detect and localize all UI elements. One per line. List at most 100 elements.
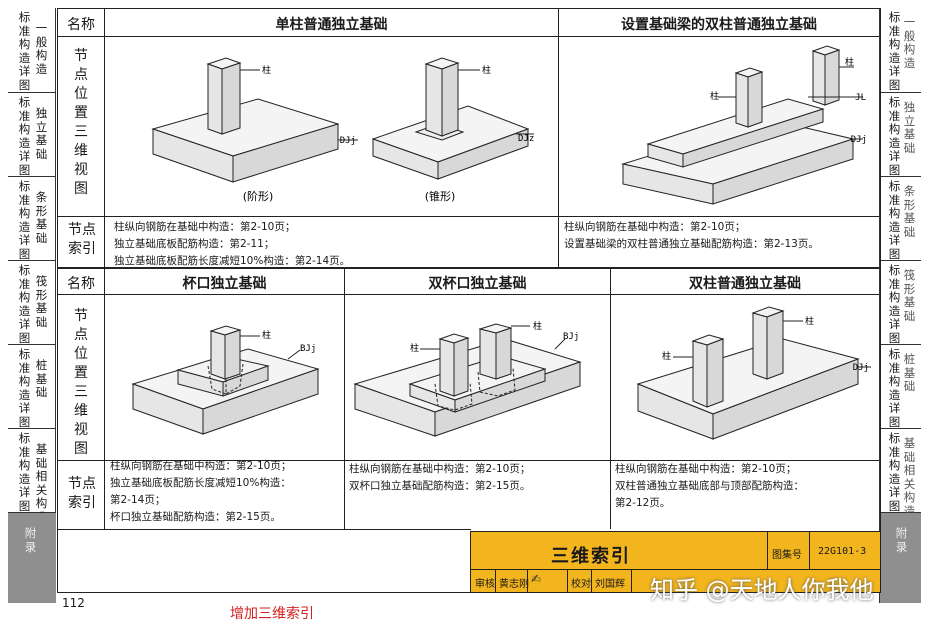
name-label: 名称 — [67, 276, 95, 292]
tab-label: 标准构造详图 — [18, 95, 31, 177]
djz-label: DJz — [518, 134, 534, 144]
divider — [104, 267, 105, 529]
tab-label: 标准构造详图 — [888, 95, 901, 177]
index-line: 双杯口独立基础配筋构造：第2-15页。 — [349, 480, 531, 492]
tab-label: 标准构造详图 — [888, 179, 901, 261]
left-chapter-tabs: 标准构造详图一般构造 标准构造详图独立基础 标准构造详图条形基础 标准构造详图筏… — [8, 8, 56, 603]
tab-sublabel: 一般构造 — [35, 21, 48, 76]
tab-appendix[interactable]: 附录 — [879, 513, 921, 603]
tab-isolated[interactable]: 标准构造详图独立基础 — [879, 93, 921, 177]
col-label: 柱 — [805, 315, 814, 327]
index-line: 第2-14页； — [110, 494, 166, 506]
single-column-title: 单柱普通独立基础 — [275, 17, 388, 33]
divider — [58, 294, 879, 295]
tab-label: 标准构造详图 — [18, 10, 31, 92]
tab-label: 标准构造详图 — [888, 431, 901, 513]
tab-general[interactable]: 标准构造详图一般构造 — [879, 8, 921, 93]
col-label: 柱 — [262, 64, 271, 76]
single-index: 柱纵向钢筋在基础中构造：第2-10页； 独立基础底板配筋构造：第2-11； 独立… — [114, 219, 350, 270]
col-label: 柱 — [662, 350, 671, 362]
stepped-footing-drawing: 柱 DJj (阶形) — [151, 57, 358, 203]
divider — [58, 529, 471, 530]
index-line: 柱纵向钢筋在基础中构造：第2-10页； — [114, 221, 296, 233]
conical-caption: (锥形) — [425, 190, 456, 203]
cup-index: 柱纵向钢筋在基础中构造：第2-10页； 独立基础底板配筋长度减短10%构造： 第… — [110, 458, 291, 526]
divider — [58, 216, 879, 217]
divider — [58, 267, 879, 269]
cup-title: 杯口独立基础 — [182, 276, 267, 292]
tab-sublabel: 桩基础 — [35, 358, 48, 399]
col-label: 柱 — [482, 64, 491, 76]
index-line: 柱纵向钢筋在基础中构造：第2-10页； — [110, 460, 292, 472]
tab-raft[interactable]: 标准构造详图筏形基础 — [879, 261, 921, 345]
tab-sublabel: 条形基础 — [903, 184, 916, 239]
tab-strip[interactable]: 标准构造详图条形基础 — [879, 177, 921, 261]
col-label: 柱 — [410, 342, 419, 354]
index-line: 第2-12页。 — [615, 497, 671, 509]
tab-sublabel: 独立基础 — [903, 100, 916, 155]
checker-name: 刘国辉 — [595, 579, 625, 590]
atlas-number: 22G101-3 — [818, 546, 867, 557]
tab-sublabel: 筏形基础 — [35, 274, 48, 329]
divider — [58, 36, 879, 37]
watermark: 知乎 @天地人你我他 — [650, 576, 874, 604]
tab-isolated[interactable]: 标准构造详图独立基础 — [8, 93, 56, 177]
djj-label: DJj — [340, 136, 356, 146]
title-cell: 三维索引 — [471, 532, 768, 570]
name-label: 名称 — [67, 17, 95, 33]
tab-sublabel: 一般构造 — [903, 15, 916, 70]
double-column-index: 柱纵向钢筋在基础中构造：第2-10页； 双柱普通独立基础底部与顶部配筋构造： 第… — [615, 461, 804, 512]
cup-footing-drawing: 柱 BJj — [131, 325, 320, 435]
djj-label: DJj — [853, 363, 869, 373]
jl-label: JL — [855, 93, 866, 103]
index-table: 名称 单柱普通独立基础 设置基础梁的双柱普通独立基础 节点位置三维视图 节点索引… — [57, 8, 881, 593]
index-line: 杯口独立基础配筋构造：第2-15页。 — [110, 511, 281, 523]
divider — [527, 570, 528, 592]
view-label: 节点位置三维视图 — [74, 48, 88, 197]
col-label: 柱 — [710, 90, 719, 102]
tab-label: 标准构造详图 — [888, 263, 901, 345]
index-line: 独立基础底板配筋构造：第2-11； — [114, 238, 275, 250]
divider — [591, 570, 592, 592]
djj-label: DJj — [851, 135, 867, 145]
tab-label: 附录 — [895, 526, 908, 554]
review-label: 审核 — [475, 579, 495, 590]
tab-pile[interactable]: 标准构造详图桩基础 — [8, 345, 56, 429]
double-beam-footing-drawing: 柱 柱 JL DJj — [621, 45, 867, 205]
col-label: 柱 — [533, 320, 542, 332]
divider — [610, 267, 611, 529]
col-label: 柱 — [262, 329, 271, 341]
divider — [558, 9, 559, 267]
bjj-label: BJj — [300, 344, 316, 354]
tab-label: 标准构造详图 — [18, 347, 31, 429]
page-number: 112 — [62, 596, 85, 610]
tab-pile[interactable]: 标准构造详图桩基础 — [879, 345, 921, 429]
tab-general[interactable]: 标准构造详图一般构造 — [8, 8, 56, 93]
tab-raft[interactable]: 标准构造详图筏形基础 — [8, 261, 56, 345]
index-line: 独立基础底板配筋长度减短10%构造：第2-14页。 — [114, 255, 351, 267]
divider — [104, 9, 105, 267]
title-block: 三维索引 图集号 22G101-3 审核 黄志刚 ✍ 校对 刘国辉 — [470, 531, 881, 593]
revision-note: 增加三维索引 — [230, 606, 314, 622]
tab-strip[interactable]: 标准构造详图条形基础 — [8, 177, 56, 261]
tab-label: 标准构造详图 — [888, 347, 901, 429]
index-label: 节点索引 — [68, 476, 96, 511]
col-label: 柱 — [845, 56, 854, 68]
atlas-label-cell: 图集号 — [768, 532, 810, 570]
conical-footing-drawing: 柱 DJz (锥形) — [371, 57, 534, 203]
tab-related[interactable]: 标准构造详图基础相关构造 — [879, 429, 921, 517]
divider — [631, 570, 632, 592]
reviewer-name: 黄志刚 — [499, 579, 529, 590]
divider — [495, 570, 496, 592]
reviewer-signature: ✍ — [531, 572, 542, 586]
tab-label: 附录 — [24, 526, 37, 554]
double-column-title: 双柱普通独立基础 — [689, 276, 801, 292]
atlas-no-cell: 22G101-3 — [810, 532, 880, 570]
tab-sublabel: 独立基础 — [35, 106, 48, 161]
divider — [344, 267, 345, 529]
tab-appendix[interactable]: 附录 — [8, 513, 56, 603]
bjj-label: BJj — [563, 332, 579, 342]
tab-label: 标准构造详图 — [18, 263, 31, 345]
divider — [58, 460, 879, 461]
